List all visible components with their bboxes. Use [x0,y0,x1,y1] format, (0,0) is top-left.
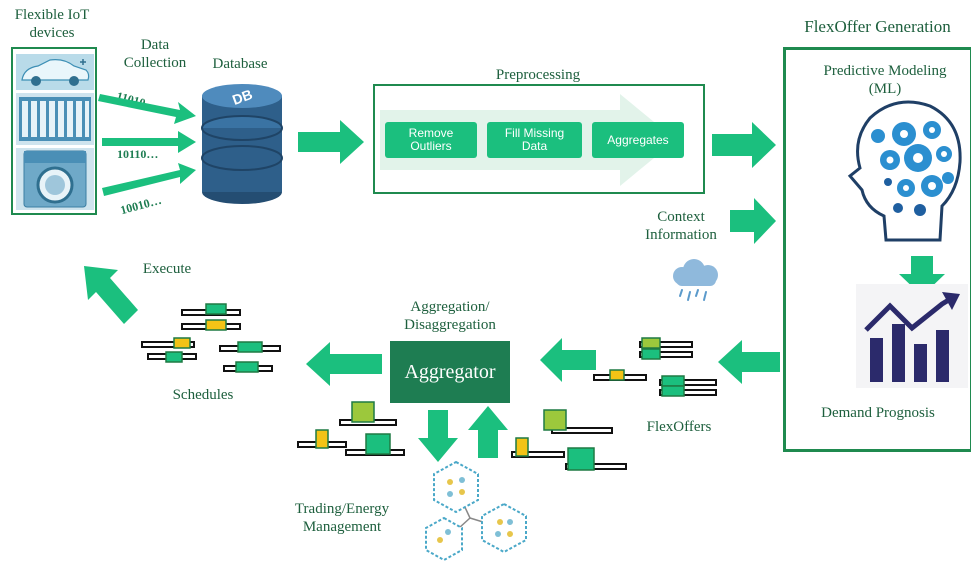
context-information-label: Context Information [645,209,717,243]
execute-label: Execute [142,261,192,277]
arrow-ml-to-prognosis [899,256,945,296]
bar-chart-icon [856,284,968,388]
arrow-aggregator-to-trading [418,410,458,462]
arrow-context-to-generation [730,198,776,244]
arrow-trading-to-aggregator [468,406,508,458]
aggregation-label: Aggregation/ Disaggregation [404,299,496,333]
flexoffer-generation-title: FlexOffer Generation [804,17,951,36]
schedules-icon [141,303,281,373]
schedules-label: Schedules [172,387,234,403]
iot-devices-label: Flexible IoT devices [14,7,90,41]
arrow-flexoffers-to-aggregator [540,338,596,382]
step-fill-missing-data: Fill Missing Data [487,122,582,158]
washing-machine-icon [16,148,94,210]
building-icon [16,93,94,145]
trading-label: Trading/Energy Management [294,501,390,535]
step-aggregates: Aggregates [592,122,684,158]
flexoffers-icon [593,337,717,397]
database-icon: DB [201,84,283,204]
hexagon-network-icon [425,460,527,562]
arrow-execute-to-devices [84,266,138,324]
aggregated-flexoffers-right [511,409,627,471]
predictive-modeling-label: Predictive Modeling (ML) [823,63,947,97]
cloud-rain-icon [673,259,718,301]
data-collection-label: Data Collection [123,37,187,71]
arrow-db-to-preprocessing [298,120,364,164]
database-label: Database [212,56,268,72]
bitstream-2: 10110… [117,147,159,161]
demand-prognosis-label: Demand Prognosis [821,405,935,421]
aggregator-box: Aggregator [390,341,510,403]
step-remove-outliers: Remove Outliers [385,122,477,158]
db-icon-text: DB [230,86,254,108]
collection-arrows [98,94,196,196]
arrow-aggregator-to-schedules [306,342,382,386]
preprocessing-label: Preprocessing [495,67,581,83]
flexoffers-label: FlexOffers [646,419,712,435]
arrow-preprocessing-to-generation [712,122,776,168]
arrow-generation-to-flexoffers [718,340,780,384]
car-icon [16,54,94,90]
aggregated-flexoffers-left [297,401,405,456]
brain-gears-icon [847,100,962,242]
